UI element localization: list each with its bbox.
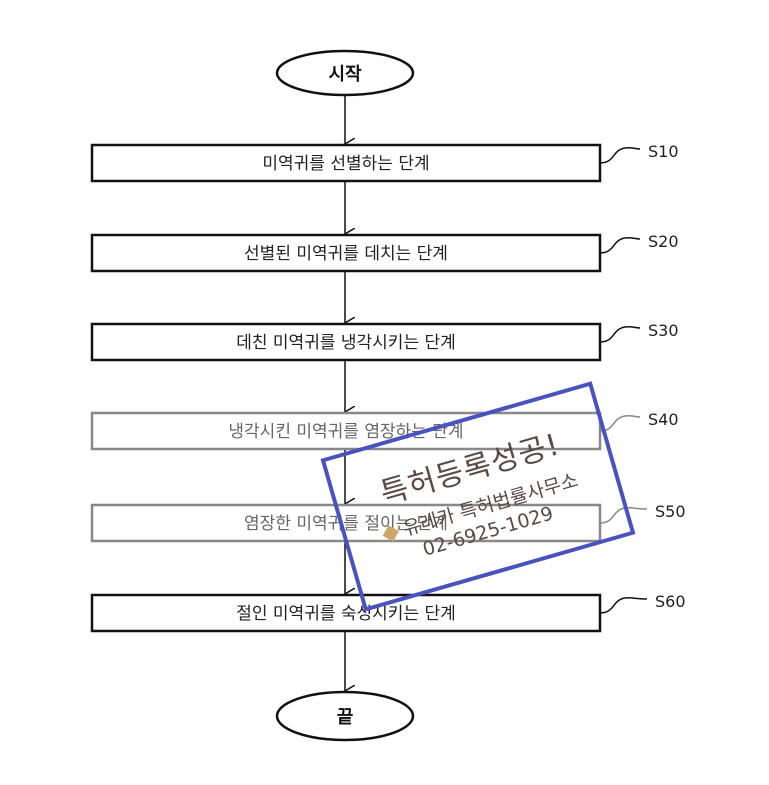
step-id-label: S50 <box>655 502 686 521</box>
leader-line <box>600 148 640 163</box>
leader-line <box>600 327 640 342</box>
start-label: 시작 <box>328 64 362 85</box>
step-s20: 선별된 미역귀를 데치는 단계 S20 <box>92 232 679 271</box>
step-s30: 데친 미역귀를 냉각시키는 단계 S30 <box>92 321 679 360</box>
step-text: 미역귀를 선별하는 단계 <box>262 154 429 174</box>
step-text: 데친 미역귀를 냉각시키는 단계 <box>236 333 456 353</box>
end-terminal: 끝 <box>277 692 413 740</box>
leader-line <box>600 238 640 253</box>
firm-logo-icon <box>382 525 398 541</box>
end-label: 끝 <box>337 707 354 728</box>
leader-line <box>600 598 647 613</box>
step-id-label: S60 <box>655 592 686 611</box>
step-id-label: S30 <box>648 321 679 340</box>
step-id-label: S20 <box>648 232 679 251</box>
step-s10: 미역귀를 선별하는 단계 S10 <box>92 142 679 181</box>
step-text: 선별된 미역귀를 데치는 단계 <box>244 244 448 264</box>
step-id-label: S40 <box>648 410 679 429</box>
step-text: 절인 미역귀를 숙성시키는 단계 <box>236 604 456 624</box>
leader-line <box>600 416 640 431</box>
step-id-label: S10 <box>648 142 679 161</box>
start-terminal: 시작 <box>277 51 413 95</box>
